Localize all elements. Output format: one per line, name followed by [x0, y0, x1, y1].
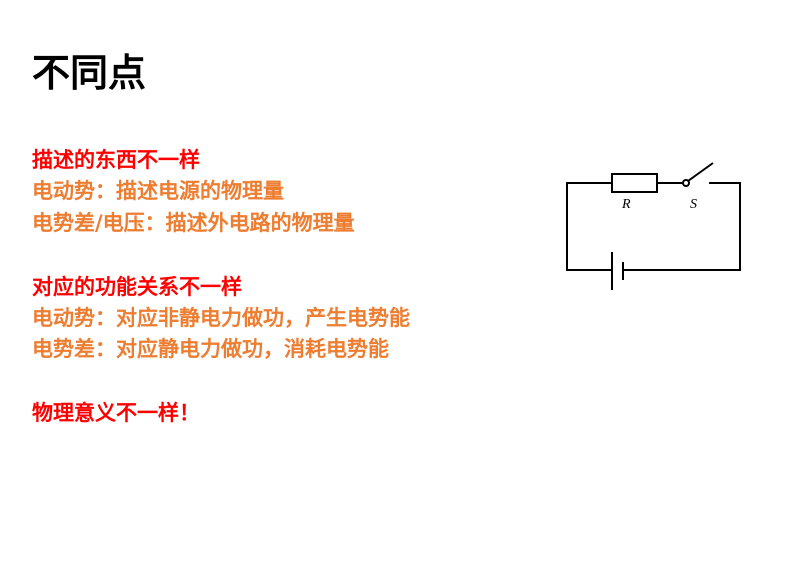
body-line: 电势差/电压：描述外电路的物理量	[32, 211, 355, 235]
switch-label: S	[690, 197, 697, 212]
section-heading: 描述的东西不一样	[32, 148, 200, 172]
wire-left	[566, 182, 612, 271]
slide-title: 不同点	[32, 51, 147, 95]
body-line: 电动势：对应非静电力做功，产生电势能	[32, 306, 410, 330]
body-line: 电势差：对应静电力做功，消耗电势能	[32, 337, 389, 361]
body-line: 电动势：描述电源的物理量	[32, 179, 284, 203]
wire-right	[623, 182, 741, 271]
section-heading: 物理意义不一样！	[32, 401, 200, 425]
switch-blade	[687, 162, 714, 182]
section-heading: 对应的功能关系不一样	[32, 275, 242, 299]
resistor	[611, 173, 658, 193]
switch-pivot	[682, 179, 690, 187]
resistor-label: R	[621, 197, 631, 212]
